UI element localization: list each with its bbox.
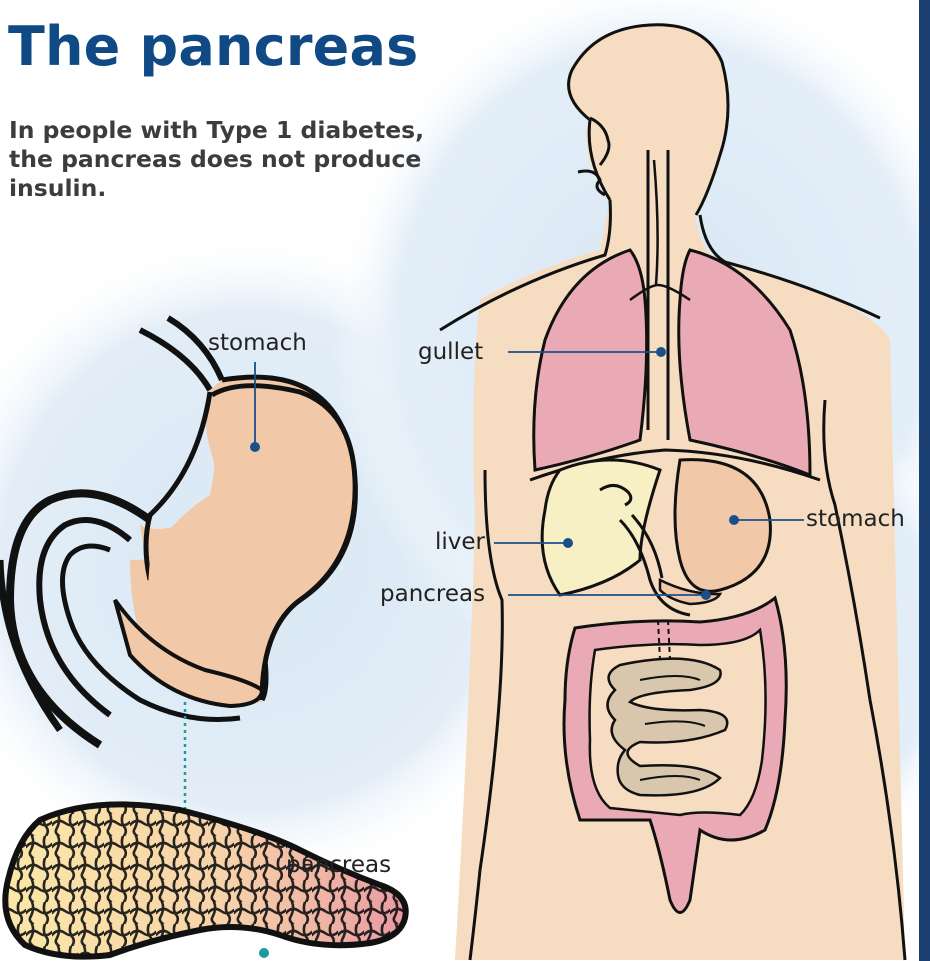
- right-edge-bar: [919, 0, 930, 961]
- label-liver: liver: [435, 531, 485, 554]
- label-stomach-detail: stomach: [208, 332, 307, 355]
- label-stomach-body: stomach: [806, 508, 905, 531]
- label-pancreas-body: pancreas: [380, 583, 485, 606]
- page-title: The pancreas: [8, 20, 419, 74]
- label-pancreas-detail: pancreas: [286, 854, 391, 877]
- page-subtitle: In people with Type 1 diabetes, the panc…: [9, 116, 439, 203]
- label-gullet: gullet: [418, 341, 483, 364]
